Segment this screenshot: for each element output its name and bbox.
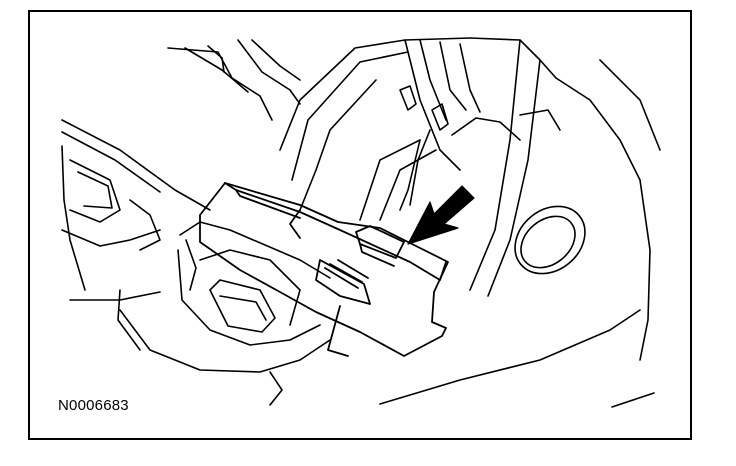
lower-connector bbox=[177, 221, 331, 346]
right-housing bbox=[379, 59, 661, 408]
arrow-pointer-icon bbox=[407, 185, 475, 245]
oval-port bbox=[514, 205, 586, 275]
left-housing bbox=[61, 119, 331, 406]
tab-latch bbox=[355, 225, 405, 259]
connector-body bbox=[279, 37, 557, 297]
upper-housing bbox=[167, 39, 301, 121]
lower-slot bbox=[209, 279, 276, 333]
locking-tab bbox=[199, 182, 449, 357]
figure-reference-code: N0006683 bbox=[58, 397, 129, 414]
